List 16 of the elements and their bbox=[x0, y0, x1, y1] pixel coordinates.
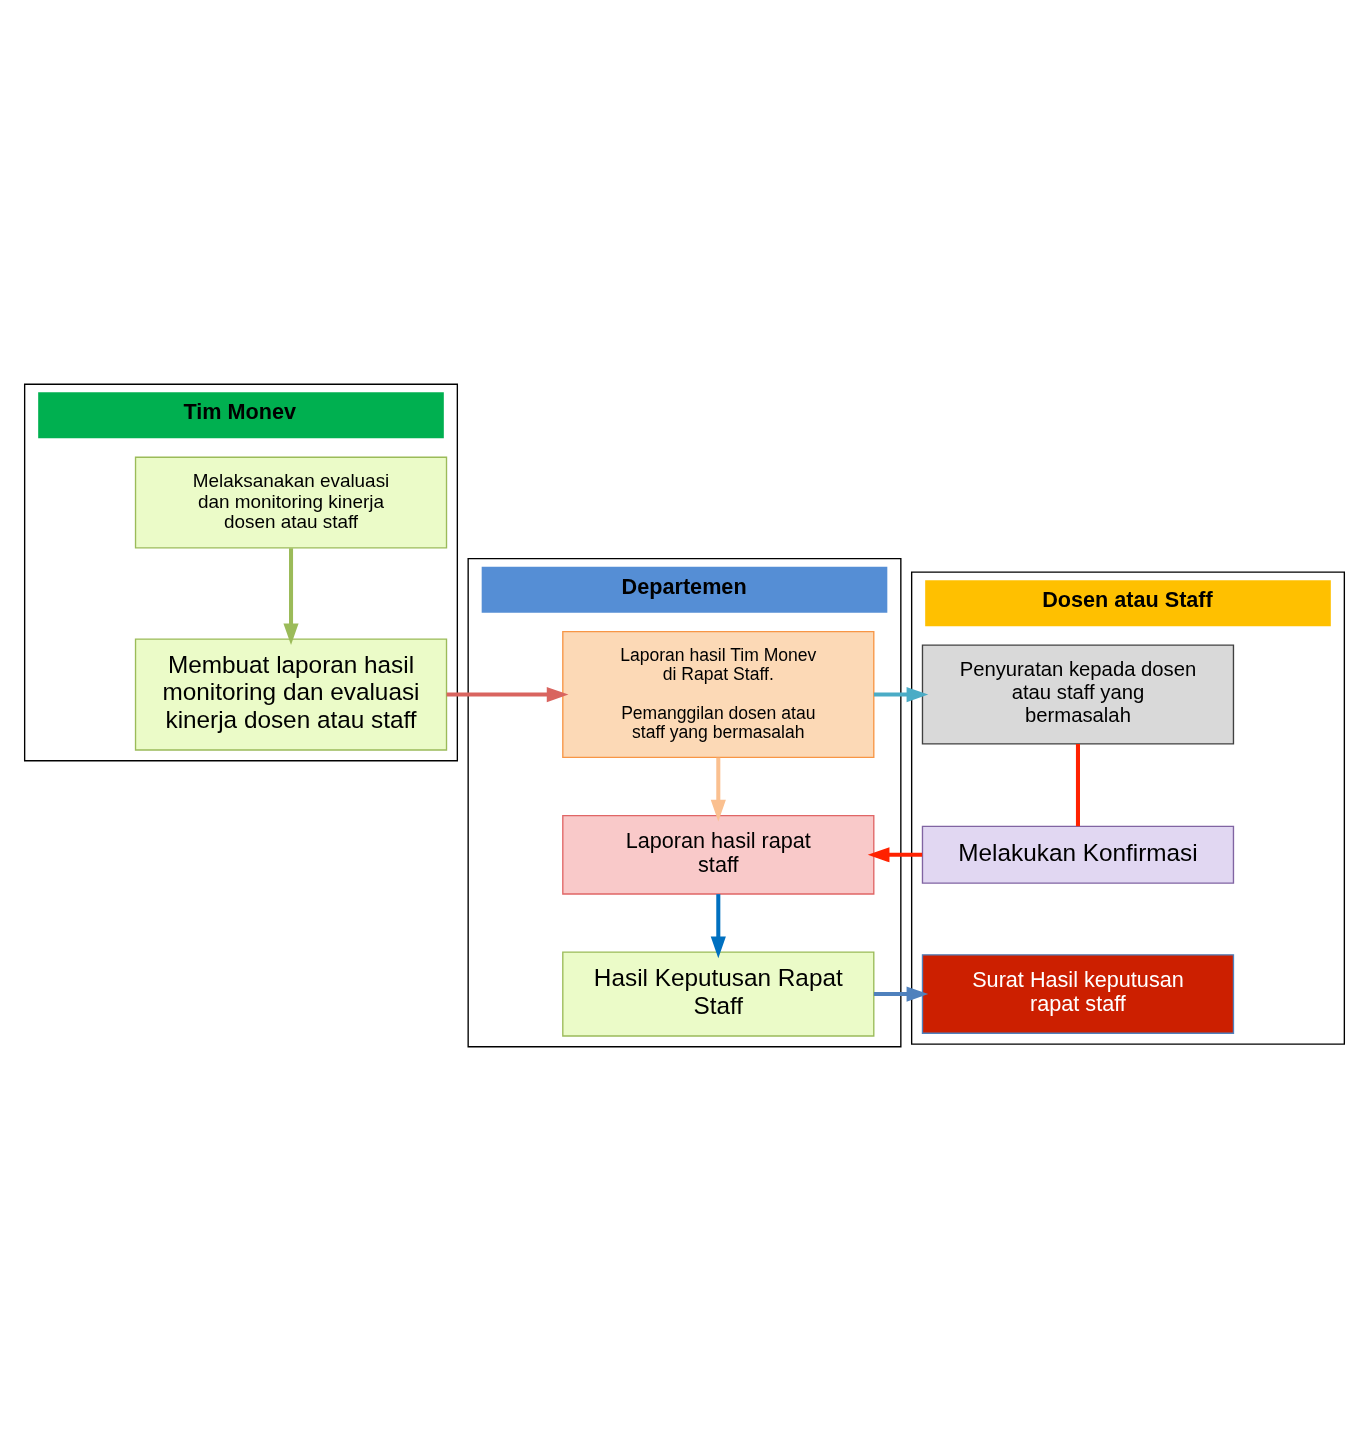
node-box: Surat Hasil keputusan rapat staff bbox=[921, 953, 1235, 1034]
arrow bbox=[873, 686, 929, 702]
arrow bbox=[873, 985, 929, 1002]
node-box: Hasil Keputusan Rapat Staff bbox=[562, 950, 875, 1037]
node-box: Laporan hasil rapat staff bbox=[562, 814, 875, 895]
node-box: Membuat laporan hasil monitoring dan evaluasi kinerja dosen atau staff bbox=[134, 637, 448, 751]
connector bbox=[1075, 743, 1080, 826]
node-box: Penyuratan kepada dosen atau staff yang bermasalah bbox=[921, 644, 1235, 745]
node-box: Laporan hasil Tim Monev di Rapat Staff. Pemanggilan dosen atau staff yang bermasalah bbox=[562, 630, 875, 758]
arrow bbox=[867, 846, 923, 862]
node-box: Melakukan Konfirmasi bbox=[921, 825, 1235, 884]
arrow bbox=[446, 686, 569, 702]
arrow bbox=[283, 547, 299, 645]
arrow bbox=[710, 757, 726, 822]
node-box: Melaksanakan evaluasi dan monitoring kinerja dosen atau staff bbox=[134, 456, 448, 548]
arrow bbox=[710, 893, 726, 958]
